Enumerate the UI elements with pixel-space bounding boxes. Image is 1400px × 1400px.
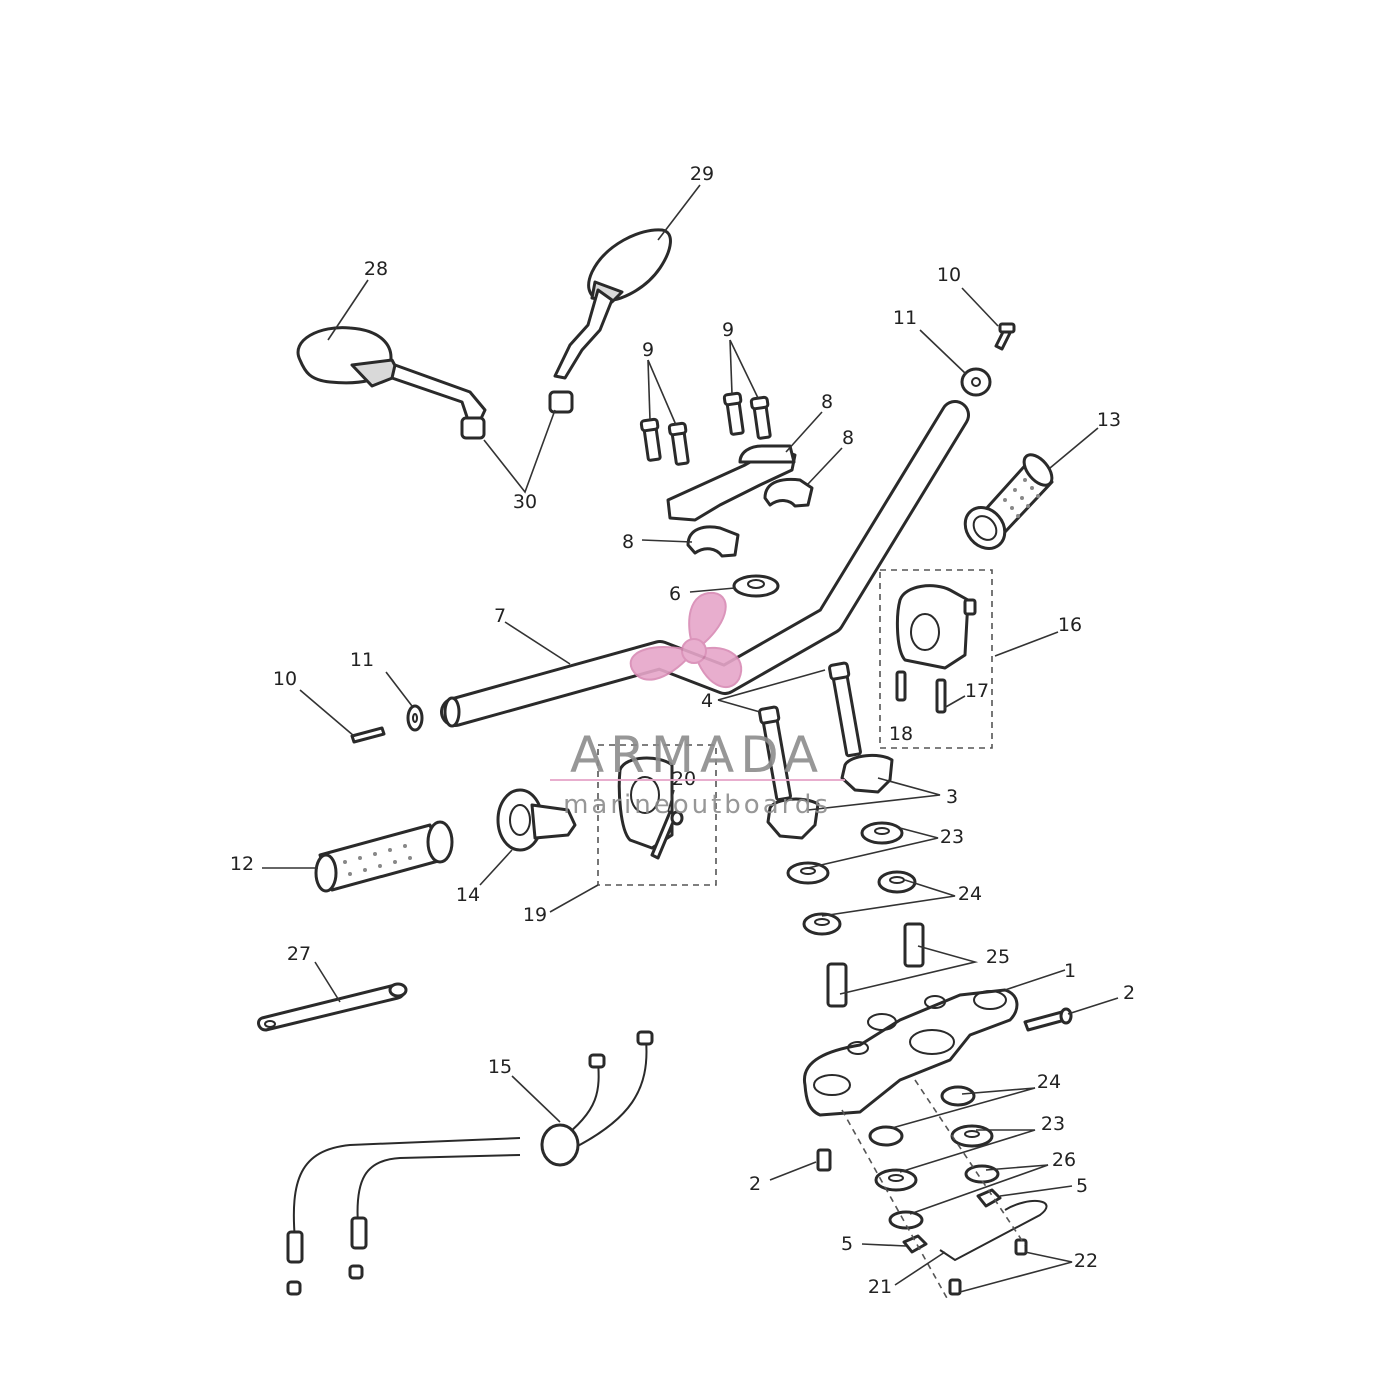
callout-22: 22 [1074, 1250, 1098, 1272]
callout-5a: 5 [1076, 1175, 1088, 1197]
callout-24a: 24 [958, 883, 982, 905]
part-10-11-left-endcap [350, 704, 424, 744]
callout-2b: 2 [749, 1173, 761, 1195]
watermark-tagline: marineoutboards [563, 790, 831, 820]
part-12-left-grip [314, 820, 454, 893]
callout-23b: 23 [1041, 1113, 1065, 1135]
callout-6: 6 [669, 583, 681, 605]
watermark: ARMADA marineoutboards [550, 591, 845, 820]
part-1-top-yoke [803, 988, 1019, 1117]
callout-26: 26 [1052, 1149, 1076, 1171]
callout-10b: 10 [937, 264, 961, 286]
callout-7: 7 [494, 605, 506, 627]
part-23-24-rubbers-upper [786, 821, 917, 936]
callout-11b: 11 [893, 307, 917, 329]
callout-27: 27 [287, 943, 311, 965]
part-8-clamps [666, 444, 814, 558]
assembly-axis-lines [841, 1079, 1026, 1301]
callout-labels: 29 28 30 9 9 8 8 8 6 7 11 10 10 11 13 16… [230, 163, 1135, 1298]
callout-4: 4 [701, 690, 713, 712]
callout-9b: 9 [722, 319, 734, 341]
part-15-throttle-cables [286, 1030, 654, 1296]
callout-14: 14 [456, 884, 480, 906]
callout-24b: 24 [1037, 1071, 1061, 1093]
callout-19: 19 [523, 904, 547, 926]
callout-30: 30 [513, 491, 537, 513]
propeller-logo-icon [629, 591, 743, 689]
callout-25: 25 [986, 946, 1010, 968]
part-29-right-mirror [548, 228, 672, 414]
part-16-right-switch-box [879, 569, 993, 749]
part-6-nut [732, 574, 780, 598]
callout-2a: 2 [1123, 982, 1135, 1004]
callout-13: 13 [1097, 409, 1121, 431]
callout-16: 16 [1058, 614, 1082, 636]
leader-lines [262, 184, 1119, 1293]
watermark-brand: ARMADA [570, 726, 824, 784]
part-27-bracket [257, 982, 408, 1032]
callout-23a: 23 [940, 826, 964, 848]
part-9-bolts [639, 391, 772, 466]
part-10-11-right-endcap [960, 322, 1016, 397]
callout-18: 18 [889, 723, 913, 745]
part-28-left-mirror [296, 326, 487, 440]
callout-17: 17 [965, 680, 989, 702]
callout-8a: 8 [821, 391, 833, 413]
callout-10a: 10 [273, 668, 297, 690]
part-lower-stack [868, 1085, 1048, 1296]
callout-3: 3 [946, 786, 958, 808]
callout-12: 12 [230, 853, 254, 875]
part-13-right-grip [963, 453, 1054, 550]
callout-1: 1 [1064, 960, 1076, 982]
callout-11a: 11 [350, 649, 374, 671]
callout-8c: 8 [622, 531, 634, 553]
callout-8b: 8 [842, 427, 854, 449]
part-2-bolts [816, 1007, 1073, 1172]
callout-5b: 5 [841, 1233, 853, 1255]
callout-28: 28 [364, 258, 388, 280]
callout-15: 15 [488, 1056, 512, 1078]
part-25-spacers [826, 922, 925, 1008]
part-7-handlebar [440, 400, 970, 728]
part-3-risers [766, 753, 894, 840]
callout-9a: 9 [642, 339, 654, 361]
callout-29: 29 [690, 163, 714, 185]
callout-21: 21 [868, 1276, 892, 1298]
part-14-throttle-housing [496, 788, 577, 852]
